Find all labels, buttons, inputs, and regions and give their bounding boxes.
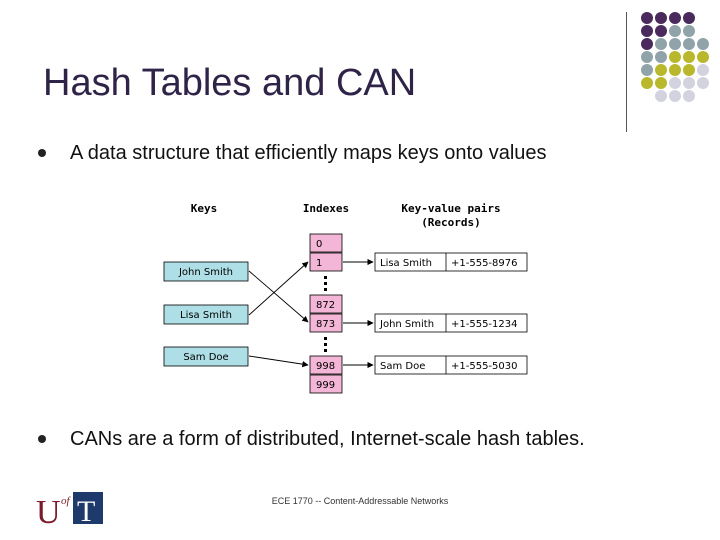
record-box: [374, 355, 528, 375]
decor-dot: [655, 64, 667, 76]
key-box: [163, 304, 249, 325]
decor-dot: [697, 77, 709, 89]
index-box: [309, 294, 343, 314]
decor-dot: [697, 51, 709, 63]
key-label: Lisa Smith: [180, 310, 232, 321]
decor-dot: [641, 77, 653, 89]
index-box: [309, 313, 343, 333]
decor-dot: [655, 38, 667, 50]
svg-text:U: U: [36, 494, 61, 526]
pairs-subheader: (Records): [421, 216, 481, 229]
decor-dot: [655, 51, 667, 63]
record-name: Sam Doe: [380, 361, 425, 372]
bullet-text-1: A data structure that efficiently maps k…: [70, 142, 547, 164]
decor-dot: [641, 38, 653, 50]
decor-dot: [641, 64, 653, 76]
decor-dot: [655, 77, 667, 89]
ellipsis-dot: [324, 343, 327, 346]
footer-text: ECE 1770 -- Content-Addressable Networks: [271, 496, 449, 506]
index-label: 1: [316, 258, 322, 269]
decor-dot: [641, 51, 653, 63]
decor-dot: [683, 90, 695, 102]
decor-dot: [669, 25, 681, 37]
record-name: Lisa Smith: [380, 258, 432, 269]
title-divider: [626, 12, 627, 132]
university-logo: U of T: [35, 490, 103, 526]
index-box: [309, 355, 343, 375]
decor-dot: [697, 64, 709, 76]
ellipsis-dot: [324, 337, 327, 340]
decor-dot: [669, 90, 681, 102]
ellipsis-dot: [324, 288, 327, 291]
record-name: John Smith: [379, 319, 434, 330]
record-phone: +1-555-5030: [451, 361, 518, 372]
index-label: 0: [316, 239, 322, 250]
index-box: [309, 252, 343, 272]
decor-dot: [669, 12, 681, 24]
decor-dot: [683, 38, 695, 50]
key-box: [163, 346, 249, 367]
pairs-header: Key-value pairs: [401, 202, 500, 215]
decor-dot: [683, 64, 695, 76]
decor-dot: [655, 12, 667, 24]
decor-dot: [641, 12, 653, 24]
index-label: 998: [316, 361, 335, 372]
hash-arrow: [248, 270, 309, 323]
index-box: [309, 374, 343, 394]
decor-dot: [697, 38, 709, 50]
decor-dot: [683, 25, 695, 37]
slide-title: Hash Tables and CAN: [43, 62, 417, 104]
bullet-marker: [38, 435, 46, 443]
key-box: [163, 261, 249, 282]
decor-dot: [669, 64, 681, 76]
decor-dot: [655, 25, 667, 37]
record-phone: +1-555-1234: [451, 319, 518, 330]
ellipsis-dot: [324, 349, 327, 352]
bullet-marker: [38, 149, 46, 157]
record-box: [374, 252, 528, 272]
ellipsis-dot: [324, 276, 327, 279]
bullet-text-2: CANs are a form of distributed, Internet…: [70, 428, 585, 450]
index-box: [309, 233, 343, 253]
decor-dot: [683, 77, 695, 89]
decor-dot: [655, 90, 667, 102]
record-phone: +1-555-8976: [451, 258, 518, 269]
decor-dot: [641, 25, 653, 37]
index-label: 872: [316, 300, 335, 311]
ellipsis-dot: [324, 282, 327, 285]
keys-header: Keys: [191, 202, 218, 215]
decor-dot: [683, 51, 695, 63]
record-box: [374, 313, 528, 333]
svg-text:T: T: [77, 495, 95, 526]
decor-dot: [683, 12, 695, 24]
indexes-header: Indexes: [303, 202, 349, 215]
hash-arrow: [248, 261, 309, 316]
index-label: 873: [316, 319, 335, 330]
decor-dot: [669, 51, 681, 63]
decor-dot: [669, 38, 681, 50]
key-label: John Smith: [178, 267, 233, 278]
svg-text:of: of: [61, 495, 72, 507]
hash-arrow: [248, 355, 309, 368]
index-label: 999: [316, 380, 335, 391]
key-label: Sam Doe: [183, 352, 228, 363]
decor-dot: [669, 77, 681, 89]
